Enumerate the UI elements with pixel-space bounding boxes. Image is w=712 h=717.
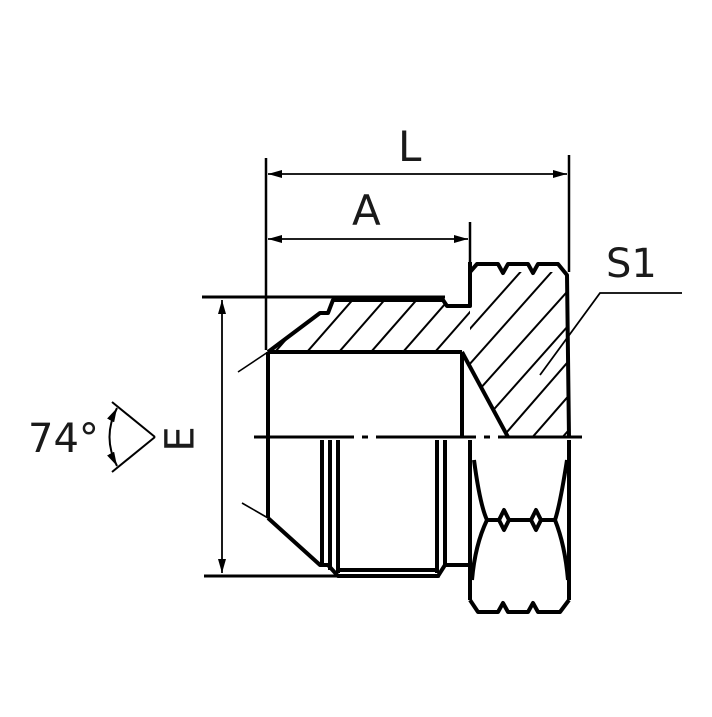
hex-hatching (462, 272, 568, 437)
cone-angle-symbol (107, 401, 156, 473)
label-L: L (398, 122, 422, 171)
s1-leader-line (539, 292, 682, 376)
thread-hatching (268, 300, 470, 352)
cone-extension-lines (237, 351, 269, 519)
body-outline (266, 262, 571, 614)
label-cone-angle: 74° (28, 416, 99, 462)
label-A: A (352, 186, 381, 235)
label-S1: S1 (606, 241, 657, 287)
label-E: E (157, 426, 204, 452)
